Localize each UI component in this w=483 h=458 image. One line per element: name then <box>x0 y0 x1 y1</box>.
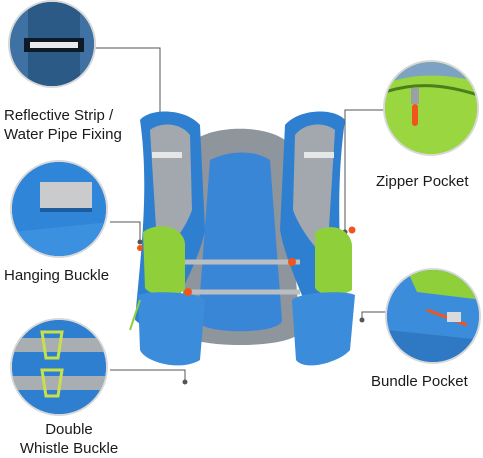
zipper-pocket-detail-image <box>385 62 477 154</box>
callout-zipper-label: Zipper Pocket <box>376 173 469 190</box>
callout-whistle-label: Double Whistle Buckle <box>4 420 134 458</box>
bundle-pocket-detail-image <box>387 270 479 362</box>
detail-circle-whistle <box>10 318 108 416</box>
detail-circle-reflective <box>8 0 96 88</box>
callout-reflective-line1: Reflective Strip / <box>4 107 114 124</box>
callout-whistle-line1: Double <box>45 421 93 438</box>
leader-line-hanging <box>110 221 141 240</box>
whistle-buckle-detail-image <box>12 320 106 414</box>
callout-bundle-label: Bundle Pocket <box>371 373 468 390</box>
hanging-buckle-detail-image <box>12 162 106 256</box>
detail-circle-hanging <box>10 160 108 258</box>
callout-reflective-label: Reflective Strip / Water Pipe Fixing <box>4 106 122 144</box>
detail-circle-zipper <box>383 60 479 156</box>
callout-hanging-label: Hanging Buckle <box>4 267 110 284</box>
detail-circle-bundle <box>385 268 481 364</box>
leader-line-bundle <box>361 311 388 318</box>
leader-line-zipper <box>344 109 385 230</box>
callout-reflective-line2: Water Pipe Fixing <box>4 126 122 143</box>
callout-whistle-line2: Whistle Buckle <box>19 440 119 457</box>
leader-line-whistle <box>110 369 186 380</box>
reflective-strip-detail-image <box>10 2 94 86</box>
